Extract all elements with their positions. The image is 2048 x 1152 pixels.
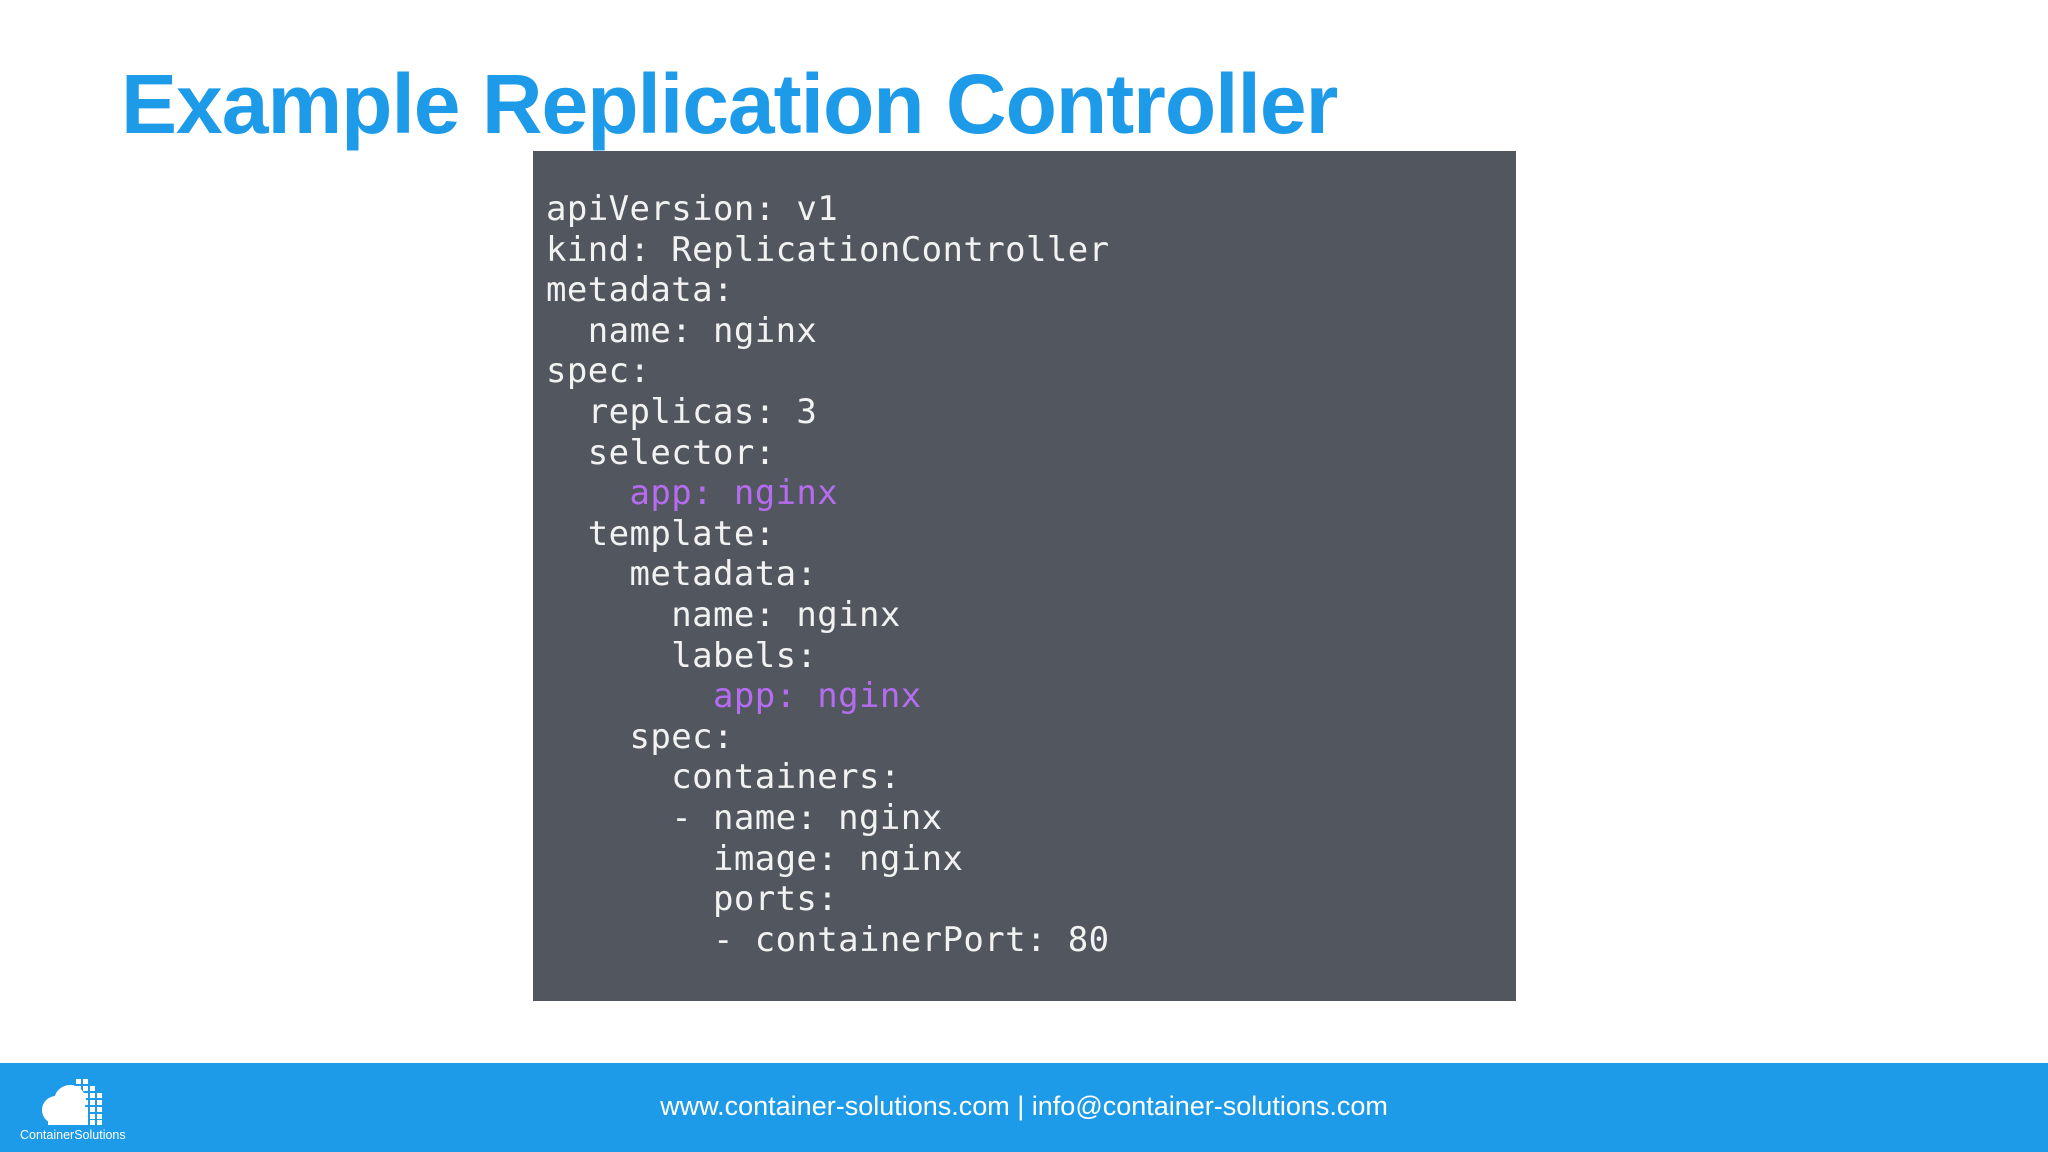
cloud-grid-icon (42, 1079, 102, 1125)
logo-wordmark: ContainerSolutions (20, 1128, 126, 1142)
code-line: replicas: 3 (546, 391, 818, 432)
code-line: apiVersion: v1 (546, 189, 839, 229)
code-line: name: nginx (546, 594, 901, 635)
code-line: containers: (546, 757, 901, 798)
code-line: metadata: (546, 554, 818, 595)
code-line: labels: (546, 635, 818, 676)
code-line: app: nginx (546, 676, 922, 717)
code-line: template: (546, 513, 776, 554)
code-line: - name: nginx (546, 797, 943, 838)
footer-contact-info: www.container-solutions.com | info@conta… (660, 1091, 1388, 1121)
code-line: selector: (546, 432, 776, 473)
footer-bar: ContainerSolutions www.container-solutio… (0, 1063, 2048, 1152)
code-line: spec: (546, 716, 734, 757)
slide-title: Example Replication Controller (121, 57, 1338, 151)
code-line: metadata: (546, 270, 734, 311)
company-logo: ContainerSolutions (18, 1079, 128, 1147)
code-line: spec: (546, 351, 651, 392)
code-line: - containerPort: 80 (546, 919, 1110, 960)
code-line: app: nginx (546, 473, 839, 514)
code-block: apiVersion: v1 kind: ReplicationControll… (533, 151, 1516, 1001)
code-line: name: nginx (546, 310, 818, 351)
code-line: kind: ReplicationController (546, 229, 1110, 270)
code-line: ports: (546, 879, 839, 920)
code-line: image: nginx (546, 838, 964, 879)
